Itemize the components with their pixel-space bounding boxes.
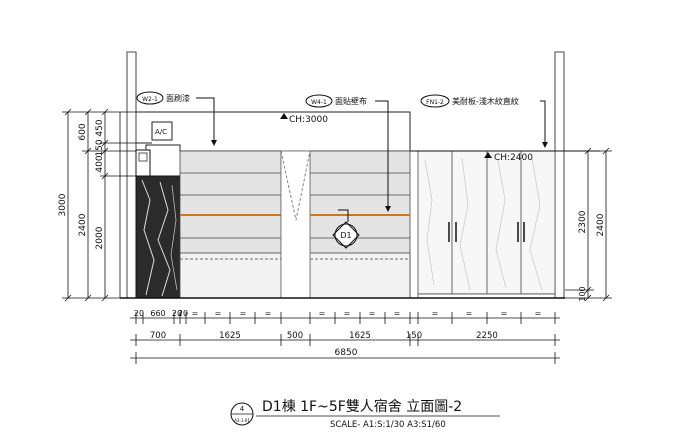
dim-400: 400 bbox=[95, 155, 105, 172]
right-dimension-lines bbox=[565, 147, 612, 302]
dim-2000: 2000 bbox=[95, 226, 105, 249]
ceiling-height-marker bbox=[280, 113, 288, 119]
dim-2300: 2300 bbox=[578, 210, 588, 233]
dim-eq: = bbox=[344, 309, 351, 318]
dim-eq: = bbox=[265, 309, 272, 318]
dim-450: 450 bbox=[95, 119, 105, 136]
dim-eq: = bbox=[501, 309, 508, 318]
ceiling-bulkhead bbox=[136, 111, 411, 152]
center-door bbox=[280, 150, 311, 299]
right-wall-column bbox=[554, 51, 565, 299]
dim-eq: = bbox=[215, 309, 222, 318]
dim-eq: = bbox=[432, 309, 439, 318]
dim-1625-a: 1625 bbox=[219, 331, 241, 341]
caption-number: 4 bbox=[240, 405, 245, 413]
caption-title: D1棟 1F~5F雙人宿舍 立面圖-2 bbox=[262, 398, 462, 415]
dim-150-bottom: 150 bbox=[406, 331, 422, 341]
dim-2250: 2250 bbox=[476, 331, 498, 341]
svg-text:面刷漆: 面刷漆 bbox=[166, 93, 190, 103]
dim-eq: = bbox=[535, 309, 542, 318]
dim-eq: = bbox=[394, 309, 401, 318]
dim-eq: = bbox=[369, 309, 376, 318]
dim-overall-height: 3000 bbox=[58, 193, 68, 216]
caption-scale: SCALE- A1:S:1/30 A3:S1/60 bbox=[330, 420, 446, 430]
material-tag-w2: W2-1 面刷漆 bbox=[136, 91, 217, 146]
svg-text:W2-1: W2-1 bbox=[142, 96, 158, 103]
svg-text:D1: D1 bbox=[340, 231, 351, 240]
dim-20-b: 20 bbox=[172, 309, 182, 318]
bottom-dimension-total bbox=[130, 352, 560, 364]
left-wall-column bbox=[126, 51, 137, 299]
bottom-dimension-row-2 bbox=[130, 334, 560, 346]
dim-20-a: 20 bbox=[134, 309, 144, 318]
dim-1625-b: 1625 bbox=[349, 331, 371, 341]
material-tag-fn: FN1-2 美耐板-淺木紋直紋 bbox=[420, 94, 548, 148]
dim-right-2400: 2400 bbox=[596, 213, 606, 236]
svg-text:美耐板-淺木紋直紋: 美耐板-淺木紋直紋 bbox=[452, 96, 519, 106]
dim-eq: = bbox=[192, 309, 199, 318]
wall-panel-right bbox=[309, 150, 411, 299]
svg-text:面貼壁布: 面貼壁布 bbox=[335, 96, 367, 106]
left-dimension-lines bbox=[62, 108, 136, 302]
svg-text:FN1-2: FN1-2 bbox=[426, 99, 444, 106]
dim-700: 700 bbox=[150, 331, 166, 341]
ceiling-height-marker bbox=[484, 152, 492, 158]
dim-eq: = bbox=[240, 309, 247, 318]
drawing-caption: 4 A3-1-01 D1棟 1F~5F雙人宿舍 立面圖-2 SCALE- A1:… bbox=[230, 398, 500, 430]
dim-eq: = bbox=[319, 309, 326, 318]
dim-150: 150 bbox=[95, 139, 105, 156]
dim-500: 500 bbox=[287, 331, 303, 341]
ac-label: A/C bbox=[155, 128, 167, 136]
left-cabinet bbox=[135, 149, 181, 299]
caption-sheet: A3-1-01 bbox=[234, 418, 250, 423]
dim-6850: 6850 bbox=[335, 348, 358, 358]
dim-eq: = bbox=[466, 309, 473, 318]
dim-20-c: 20 bbox=[178, 309, 188, 318]
dim-660: 660 bbox=[150, 309, 165, 318]
ceiling-height-label-2: CH:2400 bbox=[494, 153, 533, 163]
wardrobe bbox=[417, 150, 556, 299]
dim-100: 100 bbox=[578, 286, 587, 301]
dim-2400: 2400 bbox=[78, 213, 88, 236]
material-tag-w4: W4-1 面貼壁布 bbox=[305, 94, 391, 212]
wall-panel-left bbox=[179, 150, 282, 299]
ceiling-height-label-1: CH:3000 bbox=[289, 115, 328, 125]
bottom-dimension-row-1 bbox=[130, 312, 560, 324]
ac-unit bbox=[151, 121, 173, 141]
svg-text:W4-1: W4-1 bbox=[311, 99, 327, 106]
dim-600: 600 bbox=[78, 123, 88, 140]
door-tag: D1 bbox=[332, 209, 360, 249]
